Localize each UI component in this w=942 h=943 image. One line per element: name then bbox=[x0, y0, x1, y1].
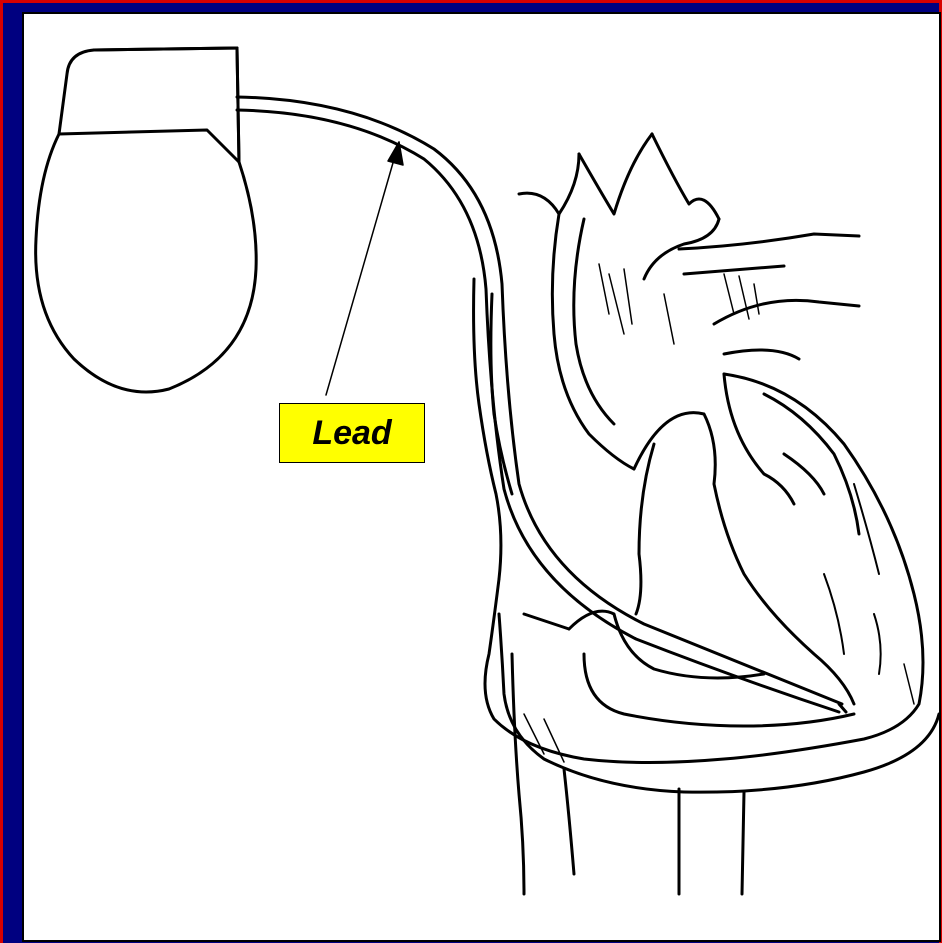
pacemaker-generator-icon bbox=[36, 48, 257, 392]
heart-icon bbox=[474, 134, 939, 894]
lead-label: Lead bbox=[279, 403, 425, 463]
pacemaker-diagram bbox=[24, 14, 939, 940]
pointer-arrow-icon bbox=[326, 142, 403, 395]
diagram-canvas: Lead bbox=[22, 12, 941, 942]
